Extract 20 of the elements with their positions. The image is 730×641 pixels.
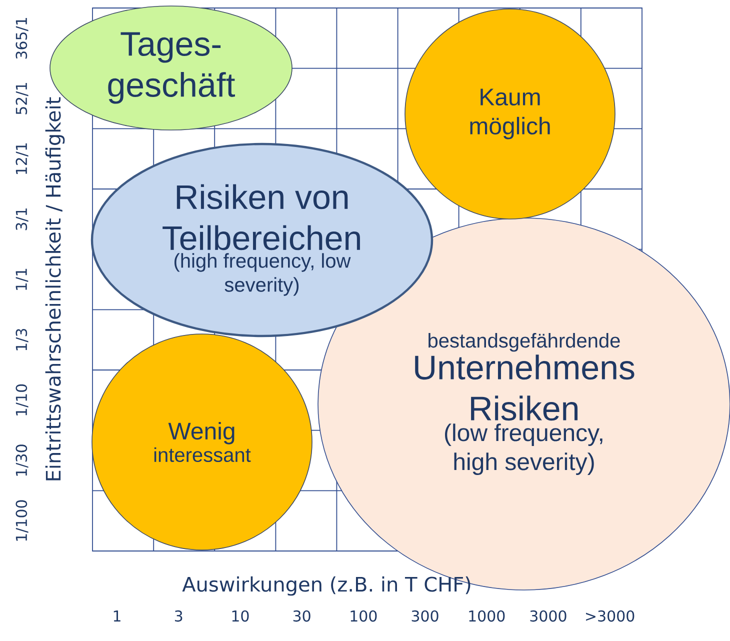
tick-label: 3000 [530,610,566,622]
tick-label: 10 [232,610,249,622]
risk-bubble: Wenig interessant [92,334,312,550]
tick-label: 100 [350,610,377,622]
tick-label: 3 [174,610,182,622]
tick-label: 1000 [469,610,505,622]
tick-label: 12/1 [16,143,28,174]
tick-label: 1/1 [16,268,28,290]
tick-label: 52/1 [16,83,28,114]
tick-label: 365/1 [16,18,28,59]
risk-bubble: Kaum möglich [404,8,616,220]
tick-label: 1/100 [16,500,28,541]
tick-label: 3/1 [16,208,28,230]
tick-label: 1 [114,610,120,622]
tick-label: 300 [412,610,438,622]
tick-label: 1/3 [16,328,28,350]
tick-label: 1/10 [16,384,28,416]
tick-label: 1/30 [16,444,28,476]
tick-label: 30 [293,610,310,622]
tick-label: >3000 [586,610,634,622]
